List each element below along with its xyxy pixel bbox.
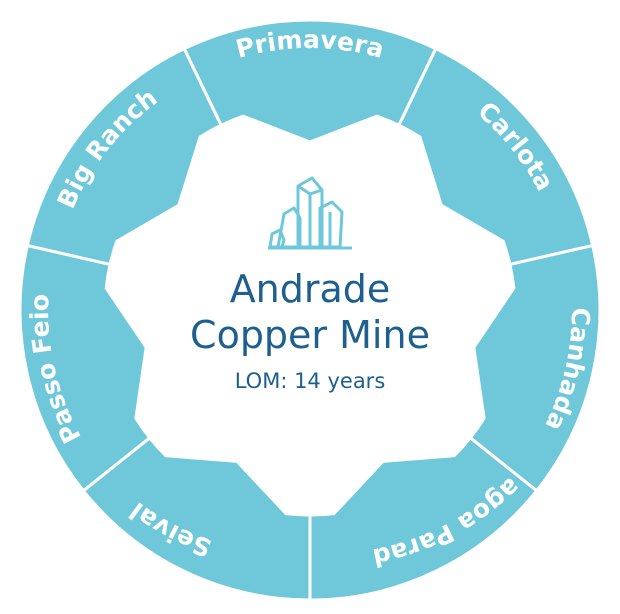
segment-primavera bbox=[182, 18, 438, 144]
segment-carlota bbox=[396, 46, 595, 267]
crystal-icon bbox=[268, 176, 352, 250]
segment-passo-feio bbox=[18, 243, 152, 493]
center-subtitle: LOM: 14 years bbox=[235, 369, 386, 393]
segment-canhada bbox=[468, 243, 602, 493]
segment-seival bbox=[81, 435, 312, 602]
center-title-line2: Copper Mine bbox=[190, 313, 430, 357]
segment-big-ranch bbox=[25, 46, 224, 267]
segment-lagoa-parada bbox=[308, 435, 539, 602]
cycle-ring bbox=[18, 18, 602, 602]
center-title-line1: Andrade bbox=[230, 267, 391, 311]
